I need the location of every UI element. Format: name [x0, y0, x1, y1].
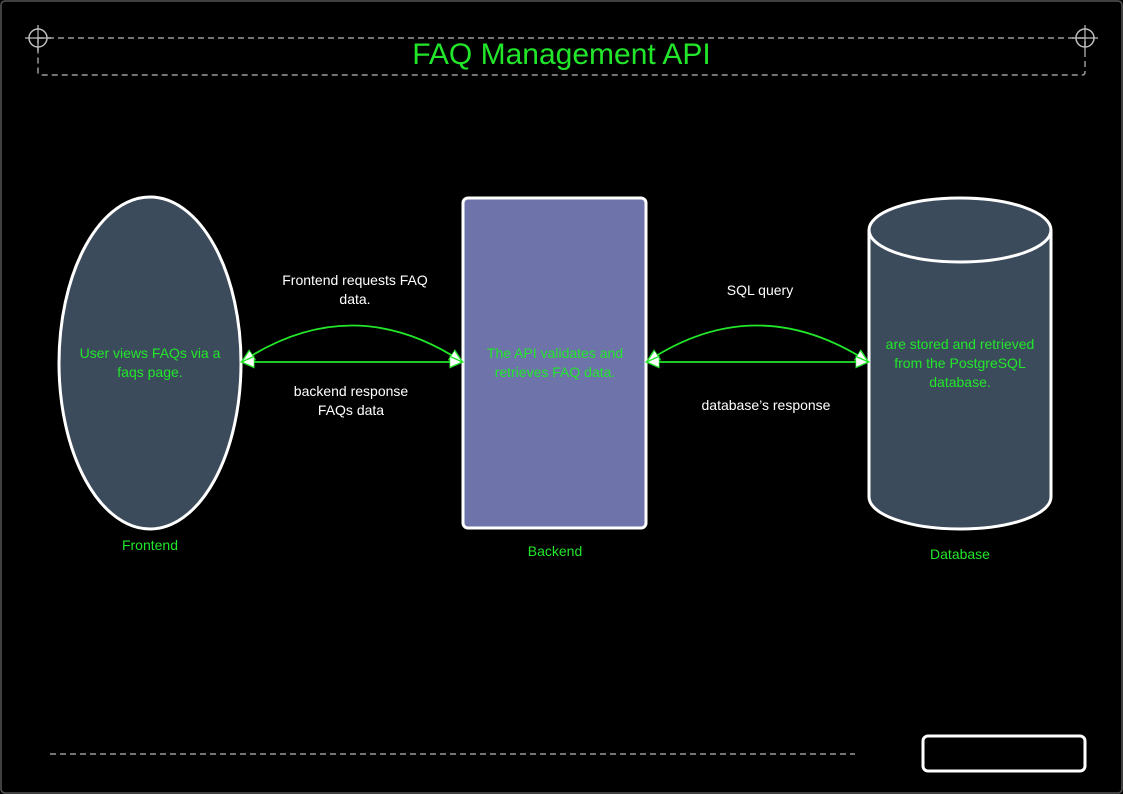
- database-node: [867, 196, 1053, 531]
- page-title: FAQ Management API: [412, 38, 711, 71]
- frontend-node-text: User views FAQs via a faqs page.: [79, 345, 221, 380]
- backend-caption: Backend: [527, 543, 583, 559]
- registration-mark-right: [1072, 25, 1098, 51]
- edge-label-sql-query: SQL query: [726, 282, 794, 298]
- footer-box: [921, 734, 1087, 773]
- edge-sql-query: [648, 324, 867, 362]
- backend-node-text: The API validates and retrieves FAQ data…: [486, 345, 624, 380]
- edge-label-frontend-request: Frontend requests FAQ data.: [282, 272, 428, 307]
- edge-label-database-response: database’s response: [701, 397, 831, 413]
- database-node-text: are stored and retrieved from the Postgr…: [885, 335, 1035, 390]
- frontend-caption: Frontend: [121, 537, 179, 553]
- database-caption: Database: [930, 546, 990, 562]
- title-frame: [37, 37, 1086, 76]
- edge-frontend-request: [243, 324, 461, 362]
- registration-mark-left: [25, 25, 51, 51]
- edge-label-backend-response: backend response FAQs data: [293, 383, 409, 418]
